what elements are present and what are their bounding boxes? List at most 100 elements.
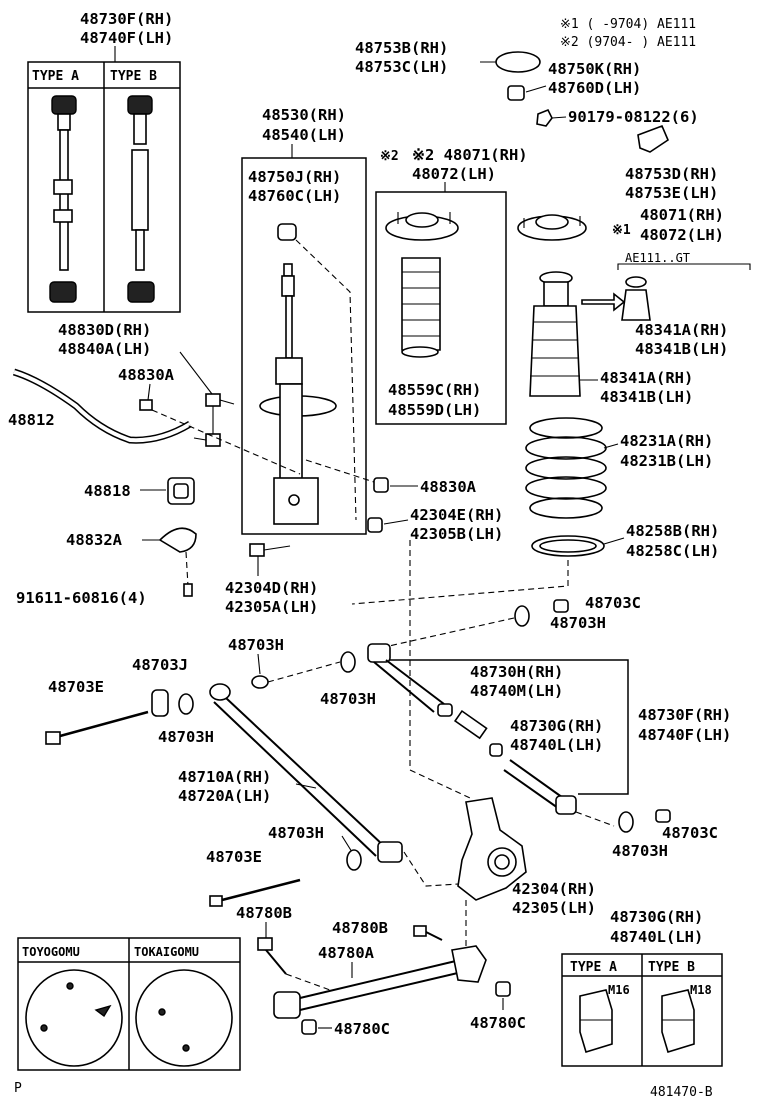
type-b-nut-label: TYPE B [648, 960, 695, 975]
label-48559C-rh: 48559C(RH) [388, 381, 481, 399]
spring-insulator-48258 [531, 535, 605, 557]
cover-48753B [495, 51, 541, 73]
label-48703C-b: 48703C [662, 824, 718, 842]
label-48830A-a: 48830A [118, 366, 175, 384]
label-48341A-rh-b: 48341A(RH) [600, 369, 693, 387]
label-48231B-lh: 48231B(LH) [620, 452, 713, 470]
mount-48071-right [517, 214, 587, 241]
bolt-48703C-b [655, 809, 671, 823]
label-48341A-rh-a: 48341A(RH) [635, 321, 728, 339]
label-48341B-lh-a: 48341B(LH) [635, 340, 728, 358]
label-48780C-a: 48780C [334, 1020, 390, 1038]
label-48703E-a: 48703E [48, 678, 104, 696]
type-a-label: TYPE A [32, 69, 79, 84]
washer-48703H-e [618, 811, 634, 833]
bolt-48780B-a [257, 937, 287, 975]
label-48703J: 48703J [132, 656, 188, 674]
label-48760D-lh: 48760D(LH) [548, 79, 641, 97]
rod-type-b [127, 95, 155, 303]
label-48780B-b: 48780B [332, 919, 388, 937]
label-48730F-rh-b: 48730F(RH) [638, 706, 731, 724]
bolt-42304D [249, 543, 291, 557]
label-48258C-lh: 48258C(LH) [626, 542, 719, 560]
label-48750K-rh: 48750K(RH) [548, 60, 641, 78]
m18-label: M18 [690, 983, 712, 997]
label-48780B-a: 48780B [236, 904, 292, 922]
label-48753E-lh: 48753E(LH) [625, 184, 718, 202]
cushion-48750K [507, 85, 525, 101]
coil-spring-48231 [525, 417, 607, 519]
washer-48703H-f [346, 849, 362, 871]
tokaigomu-label: TOKAIGOMU [134, 945, 199, 959]
washer-48703H-a [514, 605, 530, 627]
bolt-48703E-b [209, 878, 301, 907]
bolt-48703E-a [45, 710, 149, 745]
toyogomu-label: TOYOGOMU [22, 945, 80, 959]
label-42304D-rh: 42304D(RH) [225, 579, 318, 597]
nut-48780C-b [495, 981, 511, 997]
label-48830D-rh: 48830D(RH) [58, 321, 151, 339]
label-48703E-b: 48703E [206, 848, 262, 866]
label-48559D-lh: 48559D(LH) [388, 401, 481, 419]
label-48812: 48812 [8, 411, 55, 429]
footer-left: P [14, 1081, 22, 1096]
label-48231A-rh: 48231A(RH) [620, 432, 713, 450]
adjuster-48730G [453, 709, 488, 740]
gasket-toyogomu [25, 969, 123, 1067]
bracket-48832A [158, 527, 197, 553]
label-48730H-rh: 48730H(RH) [470, 663, 563, 681]
label-48703C-a: 48703C [585, 594, 641, 612]
upper-mount-48071 [385, 212, 459, 241]
label-42305B-lh: 42305B(LH) [410, 525, 503, 543]
label-48753B-rh: 48753B(RH) [355, 39, 448, 57]
label-48710A-rh: 48710A(RH) [178, 768, 271, 786]
label-48840A-lh: 48840A(LH) [58, 340, 151, 358]
label-48740F-lh-b: 48740F(LH) [638, 726, 731, 744]
label-48341B-lh-b: 48341B(LH) [600, 388, 693, 406]
type-a-nut-label: TYPE A [570, 960, 617, 975]
gasket-tokaigomu [135, 969, 233, 1067]
lower-arm-48730F [503, 759, 577, 815]
label-48258B-rh: 48258B(RH) [626, 522, 719, 540]
label-48740M-lh: 48740M(LH) [470, 682, 563, 700]
label-48703H-b: 48703H [228, 636, 284, 654]
label-48071-rh-b: 48071(RH) [640, 206, 724, 224]
label-48703H-a: 48703H [550, 614, 606, 632]
arrow [581, 292, 626, 312]
knuckle-42304 [457, 797, 527, 901]
label-48071-rh-a: ※2 48071(RH) [412, 146, 528, 164]
washer-48703H-d [178, 693, 194, 715]
bump-stopper-gt [621, 276, 651, 321]
label-48753D-rh: 48753D(RH) [625, 165, 718, 183]
label-48720A-lh: 48720A(LH) [178, 787, 271, 805]
upper-mount-box [375, 191, 507, 425]
label-48760C-lh: 48760C(LH) [248, 187, 341, 205]
svg-text:※2: ※2 [380, 149, 399, 164]
label-42304-rh: 42304(RH) [512, 880, 596, 898]
trailing-arm-48780A [273, 945, 487, 1019]
nut-48830A-b [373, 477, 389, 493]
bolt-48780B-b [413, 925, 443, 941]
note-1: ※1 ( -9704) AE111 [560, 17, 696, 32]
label-48832A: 48832A [66, 531, 123, 549]
lower-arm-48730H [367, 643, 445, 713]
label-48703H-c: 48703H [320, 690, 376, 708]
bushing-48730H [437, 703, 453, 717]
label-42305A-lh: 42305A(LH) [225, 598, 318, 616]
label-91611-bolt: 91611-60816(4) [16, 589, 147, 607]
strut-assembly-box [241, 157, 367, 535]
nut-42304E [367, 517, 383, 533]
ae111-gt-note: AE111..GT [625, 251, 690, 265]
label-48730G-rh-a: 48730G(RH) [510, 717, 603, 735]
diagram-id: 481470-B [650, 1085, 713, 1100]
label-48830A-b: 48830A [420, 478, 477, 496]
label-48530-rh: 48530(RH) [262, 106, 346, 124]
lower-arm-48710A [209, 683, 403, 863]
label-48818: 48818 [84, 482, 131, 500]
label-48780C-b: 48780C [470, 1014, 526, 1032]
label-48703H-f: 48703H [268, 824, 324, 842]
label-48740L-lh-a: 48740L(LH) [510, 736, 603, 754]
label-48072-lh-a: 48072(LH) [412, 165, 496, 183]
label-48750J-rh: 48750J(RH) [248, 168, 341, 186]
